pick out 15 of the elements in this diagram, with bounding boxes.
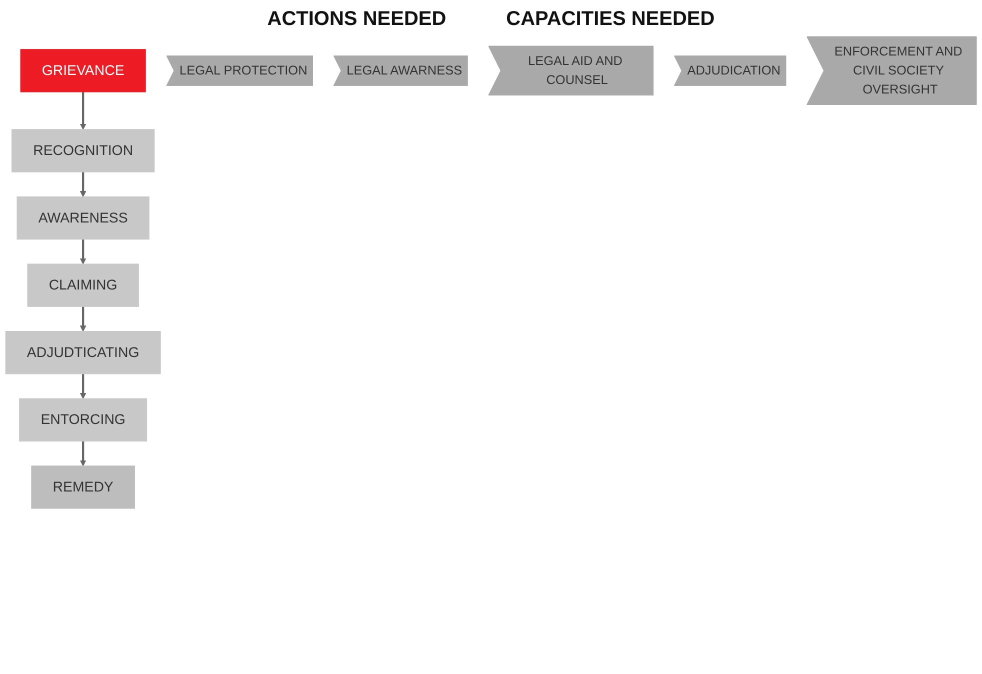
node-box: RECOGNITION [11, 129, 155, 172]
column-heading: CAPACITIES NEEDED [506, 8, 715, 31]
arrow [80, 306, 86, 332]
arrow [80, 441, 86, 466]
arrow [80, 374, 86, 399]
node-box: ADJUDTICATING [5, 330, 161, 374]
arrow [80, 239, 86, 264]
arrow [80, 172, 86, 198]
column-heading: ACTIONS NEEDED [267, 8, 446, 31]
arrow [80, 92, 86, 130]
node-box: REMEDY [31, 466, 135, 509]
node-box: AWARENESS [16, 196, 150, 240]
node-box: GRIEVANCE [20, 49, 146, 92]
node-box: ENTORCING [19, 398, 148, 442]
node-box: CLAIMING [27, 264, 139, 307]
